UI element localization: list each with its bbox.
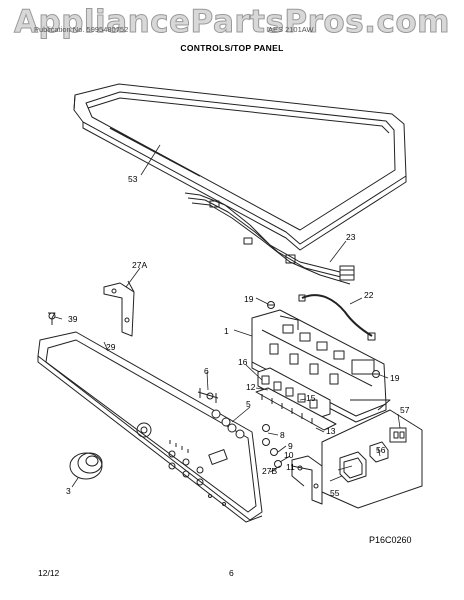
callout-23: 23 xyxy=(346,232,356,242)
callout-6: 6 xyxy=(204,366,209,376)
detail-box-part xyxy=(321,409,423,509)
screw-39-part xyxy=(48,312,56,325)
callout-53: 53 xyxy=(128,174,138,184)
callout-11: 11 xyxy=(286,462,295,472)
top-panel-part xyxy=(73,83,407,251)
callout-13: 13 xyxy=(326,426,336,436)
callout-27a: 27A xyxy=(132,260,148,270)
bracket-27a-part xyxy=(103,280,135,337)
callout-29: 29 xyxy=(106,342,116,352)
shaft-6-part xyxy=(197,388,219,403)
leader-lines xyxy=(54,144,401,488)
callout-55: 55 xyxy=(330,488,340,498)
callout-10: 10 xyxy=(284,450,294,460)
callout-27b: 27B xyxy=(262,466,278,476)
figure-code: P16C0260 xyxy=(369,535,412,545)
wire-harness-part xyxy=(184,192,355,285)
callout-9: 9 xyxy=(288,441,293,451)
callout-1: 1 xyxy=(224,326,229,336)
section-title: CONTROLS/TOP PANEL xyxy=(180,43,284,53)
callout-12: 12 xyxy=(246,382,256,392)
console-panel-part xyxy=(37,331,263,523)
screw-19-right-part xyxy=(372,370,380,378)
buttons-8-11-part xyxy=(262,424,282,468)
callout-56: 56 xyxy=(376,445,386,455)
callout-22: 22 xyxy=(364,290,374,300)
wire-22-part xyxy=(298,294,376,341)
buttons-5-part xyxy=(211,409,245,439)
model-number: AES 2101AW xyxy=(268,25,314,34)
callout-39: 39 xyxy=(68,314,78,324)
callout-19-right: 19 xyxy=(390,373,400,383)
callout-15: 15 xyxy=(306,393,316,403)
callout-16: 16 xyxy=(238,357,248,367)
callout-3: 3 xyxy=(66,486,71,496)
screw-19-top-part xyxy=(267,301,275,309)
publication-number: Publication No. 5995480752 xyxy=(34,25,129,34)
callout-5: 5 xyxy=(246,399,251,409)
bracket-27b-part xyxy=(291,455,323,505)
page-number: 6 xyxy=(229,568,234,578)
callout-19-top: 19 xyxy=(244,294,254,304)
callout-57: 57 xyxy=(400,405,410,415)
footer-date: 12/12 xyxy=(38,568,60,578)
callout-8: 8 xyxy=(280,430,285,440)
knob-3-part xyxy=(69,452,103,480)
watermark: AppliancePartsPros.com xyxy=(14,4,450,41)
control-board-part xyxy=(251,309,391,423)
